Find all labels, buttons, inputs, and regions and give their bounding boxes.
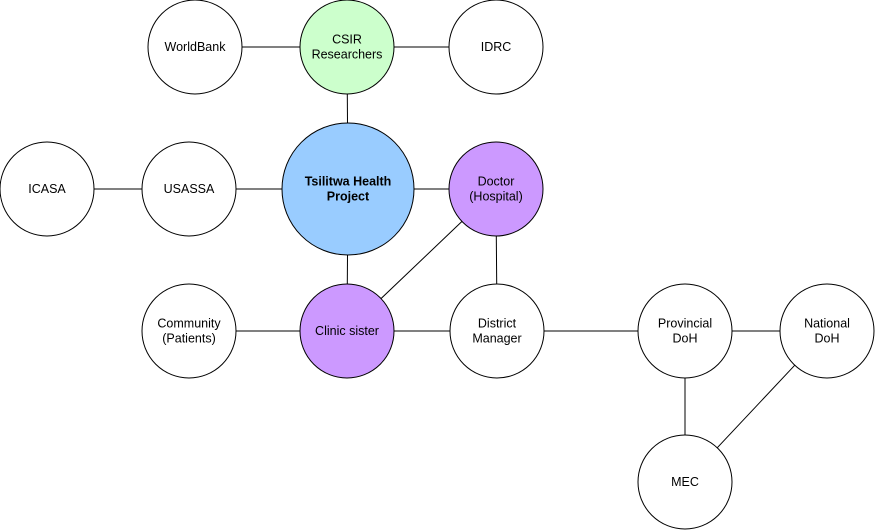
node-label-csir: CSIR [332, 33, 362, 47]
node-label-idrc: IDRC [481, 40, 512, 54]
edge-doctor-clinic [380, 221, 463, 299]
node-label-provincial: Provincial [658, 317, 712, 331]
node-circle-icasa [0, 141, 95, 237]
node-usassa: USASSA [141, 141, 237, 237]
node-label-usassa: USASSA [164, 182, 215, 196]
node-label-district: Manager [472, 332, 521, 346]
node-label-csir: Researchers [312, 48, 383, 62]
node-label-tsilitwa: Tsilitwa Health [305, 175, 392, 189]
node-circle-csir [299, 0, 395, 95]
node-label-district: District [478, 317, 517, 331]
edge-national-mec [716, 364, 796, 449]
node-label-doctor: Doctor [478, 175, 515, 189]
node-circle-doctor [448, 141, 544, 237]
node-circle-provincial [637, 283, 733, 379]
node-doctor: Doctor(Hospital) [448, 141, 544, 237]
node-circle-district [449, 283, 545, 379]
node-label-mec: MEC [671, 475, 699, 489]
node-circle-national [779, 283, 875, 379]
node-circle-mec [637, 434, 733, 530]
node-circle-worldbank [147, 0, 243, 95]
node-label-icasa: ICASA [28, 182, 66, 196]
edges-layer [94, 46, 796, 449]
node-label-national: National [804, 317, 850, 331]
node-community: Community(Patients) [141, 283, 237, 379]
node-circle-community [141, 283, 237, 379]
node-circle-usassa [141, 141, 237, 237]
node-circle-idrc [448, 0, 544, 95]
node-worldbank: WorldBank [147, 0, 243, 95]
node-label-community: (Patients) [162, 332, 216, 346]
node-circle-tsilitwa [281, 122, 415, 256]
node-label-provincial: DoH [672, 332, 697, 346]
node-mec: MEC [637, 434, 733, 530]
node-label-worldbank: WorldBank [165, 40, 227, 54]
node-label-community: Community [157, 317, 221, 331]
node-label-tsilitwa: Project [327, 190, 370, 204]
node-label-national: DoH [814, 332, 839, 346]
node-idrc: IDRC [448, 0, 544, 95]
node-label-clinic: Clinic sister [315, 324, 379, 338]
node-label-doctor: (Hospital) [469, 190, 523, 204]
node-circle-clinic [299, 283, 395, 379]
node-clinic: Clinic sister [299, 283, 395, 379]
node-icasa: ICASA [0, 141, 95, 237]
